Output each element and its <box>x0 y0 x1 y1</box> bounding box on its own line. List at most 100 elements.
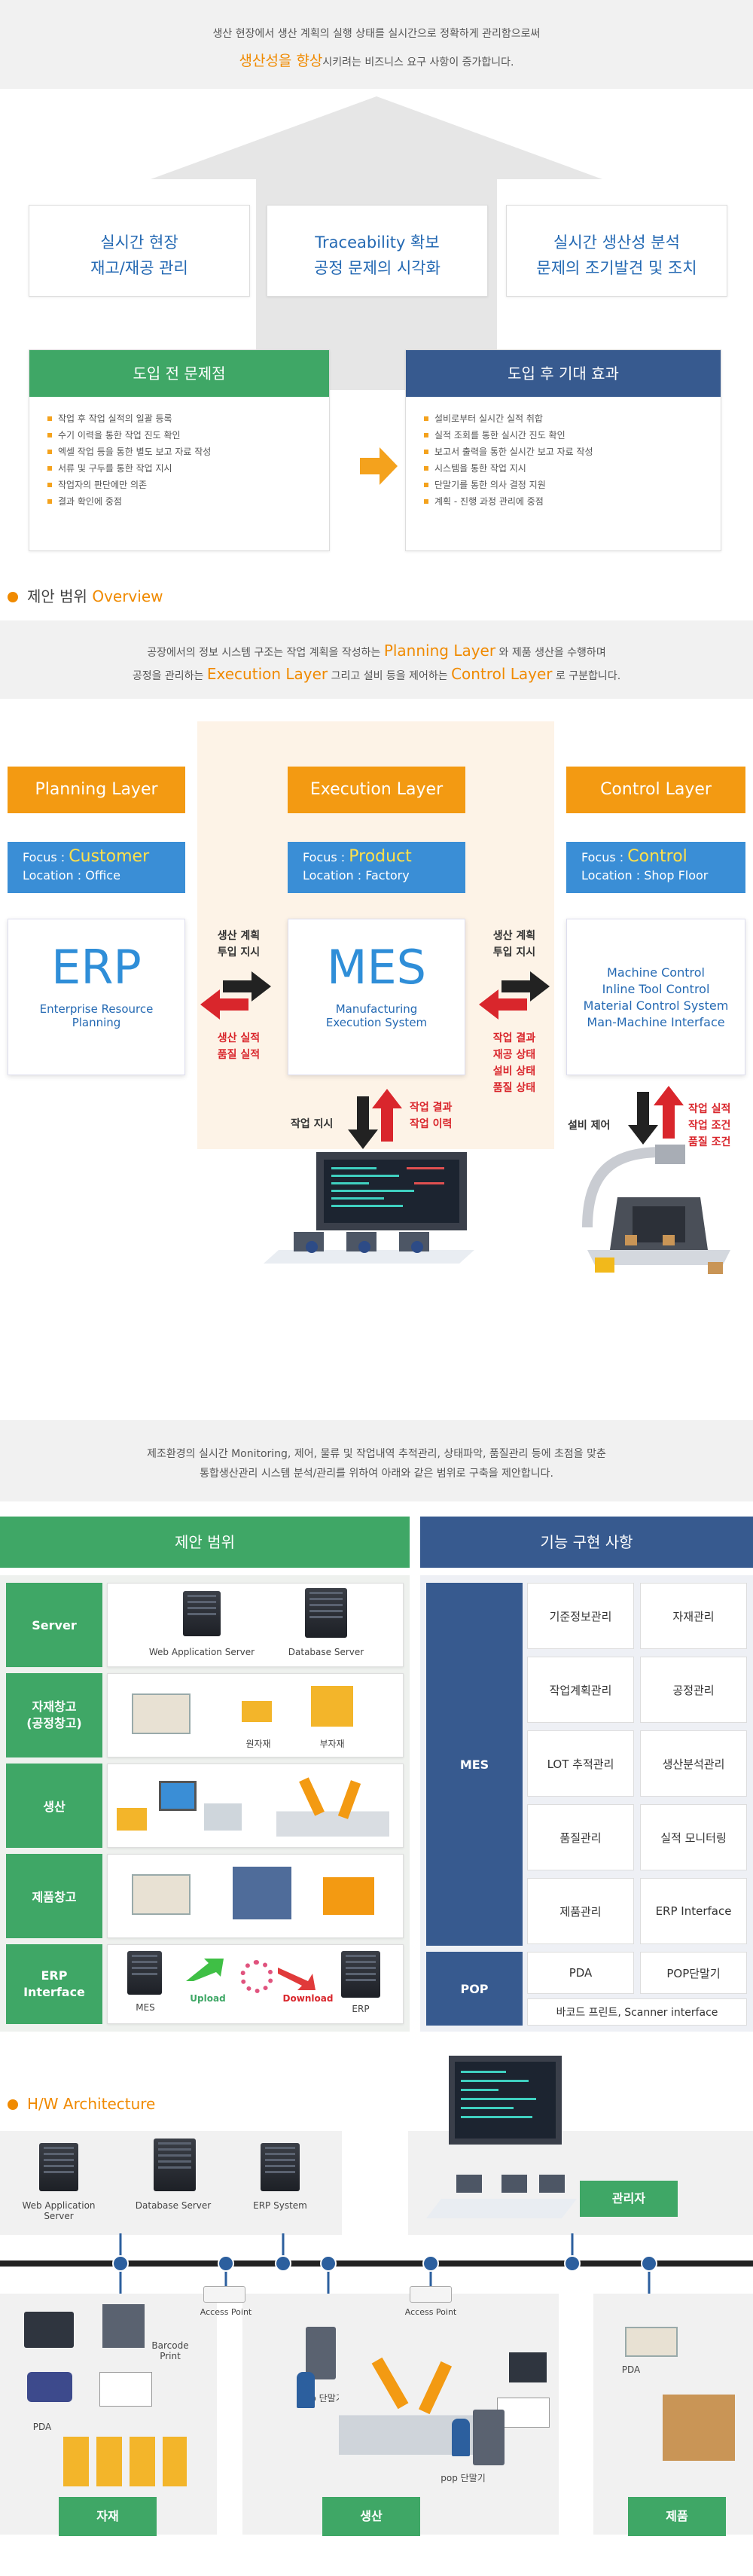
robot-arm-icon <box>276 1773 389 1837</box>
scope-row-erp-label: ERP Interface <box>6 1944 102 2024</box>
scope-row-erp: MES Upload Download ERP <box>107 1944 404 2024</box>
scope-row-production-label: 생산 <box>6 1764 102 1848</box>
access-point-icon <box>203 2286 245 2303</box>
func-cell: POP단말기 <box>640 1952 747 1994</box>
barcode-scanner-icon <box>132 1693 191 1734</box>
overview-heading: 제안 범위 Overview <box>8 584 163 606</box>
execution-focus: Focus : Product Location : Factory <box>288 842 465 893</box>
func-cell: 자재관리 <box>640 1583 747 1649</box>
monitor-icon <box>509 2352 547 2382</box>
planning-layer-header: Planning Layer <box>8 767 185 813</box>
ctl-down-label: 설비 제어 <box>568 1120 611 1132</box>
box-search-icon <box>311 1686 353 1727</box>
func-cell: 공정관리 <box>640 1657 747 1723</box>
mes-box: MES Manufacturing Execution System <box>288 919 465 1075</box>
pop-terminal-icon <box>473 2410 505 2465</box>
control-room-illustration <box>264 1152 474 1264</box>
func-cell: ERP Interface <box>640 1878 747 1944</box>
bullet-dot-icon <box>8 592 18 602</box>
barcode-scanner-icon <box>132 1874 191 1915</box>
right-arrow-icon <box>360 447 398 485</box>
server-icon <box>305 1588 347 1638</box>
red-up-arrow-icon <box>654 1086 684 1139</box>
after-title: 도입 후 기대 효과 <box>406 350 721 397</box>
gear-icon <box>240 1960 273 1993</box>
func-cell: 기준정보관리 <box>527 1583 634 1649</box>
forklift-icon <box>323 1877 374 1915</box>
box-icon <box>242 1701 272 1722</box>
func-cell: 실적 모니터링 <box>640 1804 747 1870</box>
red-up-arrow-icon <box>372 1089 402 1142</box>
control-focus: Focus : Control Location : Shop Floor <box>566 842 745 893</box>
production-zone-label: 생산 <box>322 2497 420 2536</box>
boxes-icon <box>663 2395 735 2461</box>
scope-row-production <box>107 1764 404 1848</box>
intro-banner: 생산 현장에서 생산 계획의 실행 상태를 실시간으로 정확하게 관리함으로써 … <box>0 0 753 89</box>
pda-icon <box>27 2372 72 2402</box>
func-mes-label: MES <box>426 1583 523 1946</box>
network-connectors <box>112 2233 657 2309</box>
server-icon <box>39 2143 78 2191</box>
monitor-icon <box>159 1781 197 1811</box>
network-line <box>0 2260 753 2267</box>
factory-machine-illustration <box>582 1145 730 1274</box>
barcode-printer-icon <box>102 2304 145 2348</box>
red-left-arrow-icon <box>479 989 527 1020</box>
func-cell: LOT 추적관리 <box>527 1730 634 1797</box>
scope-title: 제안 범위 <box>0 1517 410 1568</box>
server-icon <box>154 2139 196 2191</box>
mes-down-label: 작업 지시 <box>291 1118 334 1130</box>
worker-icon <box>297 2372 315 2408</box>
bullet-dot-icon <box>8 2099 18 2110</box>
barcode-scanner-icon <box>625 2327 678 2357</box>
laptop-icon <box>24 2312 74 2348</box>
scale-icon <box>204 1803 242 1831</box>
func-title: 기능 구현 사항 <box>420 1517 753 1568</box>
execution-layer-header: Execution Layer <box>288 767 465 813</box>
func-cell: 제품관리 <box>527 1878 634 1944</box>
server-icon <box>127 1951 162 1995</box>
func-cell: 작업계획관리 <box>527 1657 634 1723</box>
scope-row-material-label: 자재창고 (공정창고) <box>6 1673 102 1757</box>
black-down-arrow-icon <box>628 1092 658 1145</box>
scope-row-material: 원자재 부자재 <box>107 1673 404 1757</box>
server-icon <box>261 2143 300 2191</box>
warehouse-icon <box>233 1867 291 1919</box>
overview-desc: 공장에서의 정보 시스템 구조는 작업 계획을 작성하는 Planning La… <box>0 620 753 699</box>
scope-intro: 제조환경의 실시간 Monitoring, 제어, 물류 및 작업내역 추적관리… <box>0 1420 753 1501</box>
worker-icon <box>452 2419 470 2456</box>
black-right-arrow-icon <box>501 971 550 1001</box>
planning-focus: Focus : Customer Location : Office <box>8 842 185 893</box>
scope-row-warehouse-label: 제품창고 <box>6 1854 102 1938</box>
func-cell: PDA <box>527 1952 634 1994</box>
erp-box: ERP Enterprise Resource Planning <box>8 919 185 1075</box>
boxes-icon <box>63 2437 187 2486</box>
before-title: 도입 전 문제점 <box>29 350 329 397</box>
hw-heading: H/W Architecture <box>8 2095 155 2113</box>
func-cell: 품질관리 <box>527 1804 634 1870</box>
black-right-arrow-icon <box>223 971 271 1001</box>
product-zone-label: 제품 <box>628 2497 726 2536</box>
func-pop-label: POP <box>426 1952 523 2026</box>
scope-row-server-label: Server <box>6 1583 102 1667</box>
red-left-arrow-icon <box>200 989 248 1020</box>
control-layer-header: Control Layer <box>566 767 745 813</box>
upload-arrow-icon <box>186 1959 224 1981</box>
black-down-arrow-icon <box>348 1096 378 1149</box>
pop-terminal-icon <box>306 2327 336 2379</box>
control-box: Machine Control Inline Tool Control Mate… <box>566 919 745 1075</box>
admin-workstation-illustration <box>426 2056 577 2218</box>
server-icon <box>341 1951 380 1998</box>
barcode-label-icon <box>99 2372 152 2407</box>
